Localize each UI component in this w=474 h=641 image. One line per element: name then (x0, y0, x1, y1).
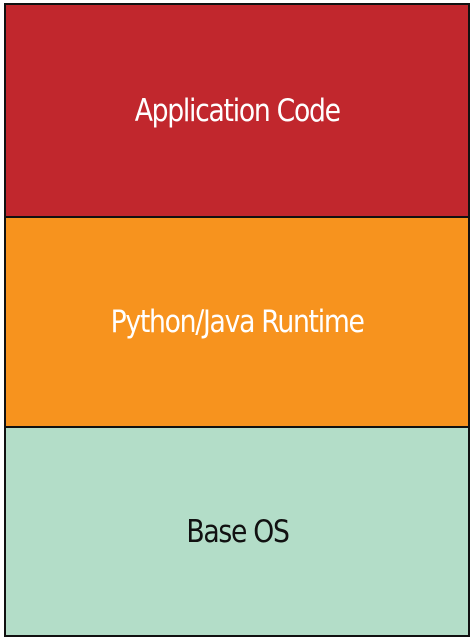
application-code-layer: Application Code (6, 5, 468, 216)
base-os-label: Base OS (185, 513, 290, 550)
software-stack-diagram: Application Code Python/Java Runtime Bas… (4, 3, 470, 637)
application-code-label: Application Code (134, 92, 340, 129)
base-os-layer: Base OS (6, 426, 468, 635)
runtime-layer: Python/Java Runtime (6, 216, 468, 426)
runtime-label: Python/Java Runtime (110, 304, 364, 340)
